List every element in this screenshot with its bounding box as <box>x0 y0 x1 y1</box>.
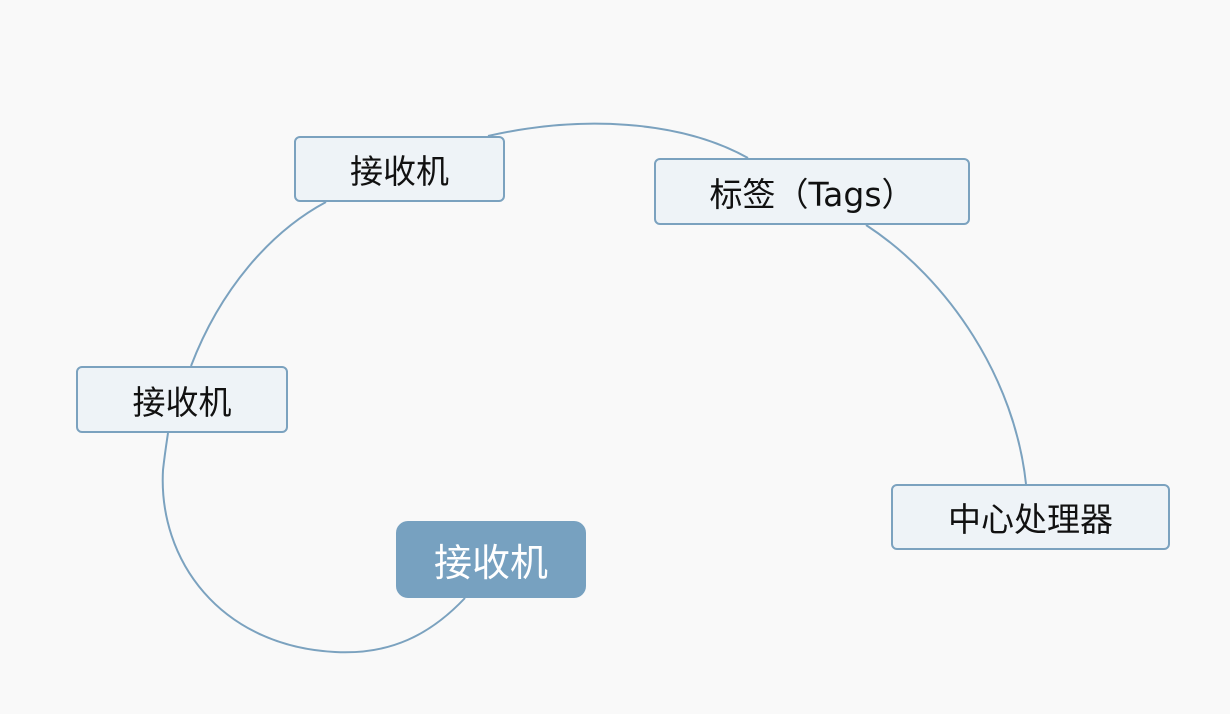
connector-receiver-left-to-receiver-top <box>190 201 327 367</box>
node-root-receiver-label: 接收机 <box>433 541 548 585</box>
node-receiver-top[interactable]: 接收机 <box>294 136 505 202</box>
node-receiver-left-label: 接收机 <box>132 382 232 422</box>
connector-receiver-top-to-tags <box>487 122 749 159</box>
node-tags-label: 标签（Tags） <box>709 174 915 214</box>
node-root-receiver[interactable]: 接收机 <box>396 521 586 598</box>
node-receiver-left[interactable]: 接收机 <box>76 366 288 433</box>
node-center-processor[interactable]: 中心处理器 <box>891 484 1170 550</box>
node-center-processor-label: 中心处理器 <box>948 500 1113 539</box>
node-tags[interactable]: 标签（Tags） <box>654 158 970 225</box>
connector-tags-to-center-processor <box>865 224 1027 485</box>
connector-root-to-receiver-left <box>161 432 466 654</box>
node-receiver-top-label: 接收机 <box>350 152 449 191</box>
